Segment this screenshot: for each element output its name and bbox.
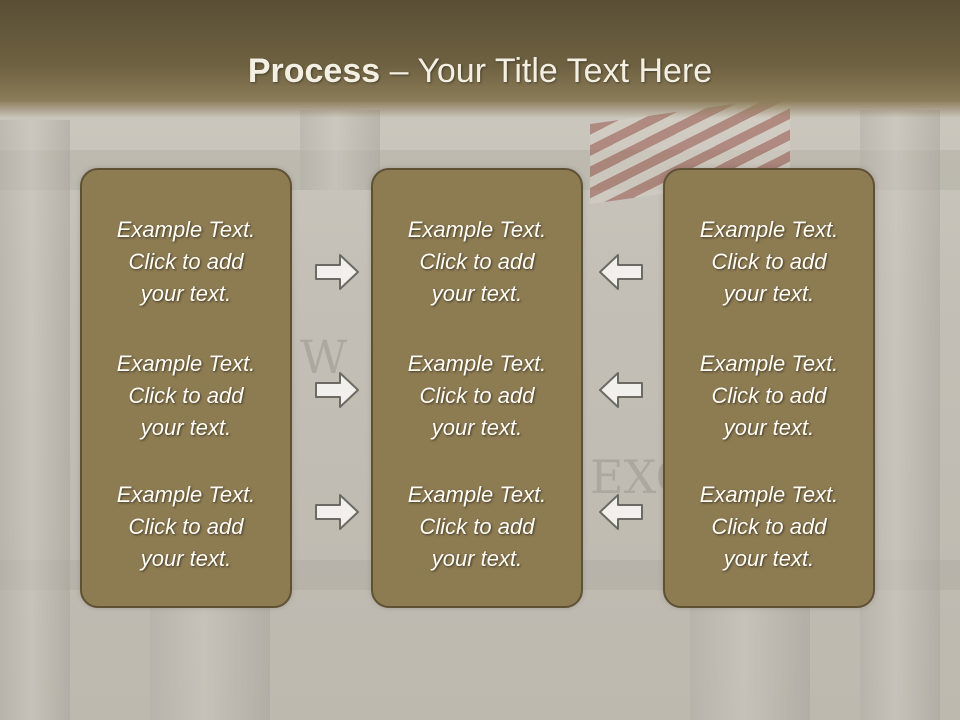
left-text-1[interactable]: Example Text. Click to add your text. xyxy=(116,217,256,306)
title-rest: – Your Title Text Here xyxy=(380,52,713,90)
center-text-1[interactable]: Example Text. Click to add your text. xyxy=(407,217,547,306)
right-text-2[interactable]: Example Text. Click to add your text. xyxy=(699,351,839,440)
left-arrow-icon xyxy=(599,372,643,408)
left-text-2[interactable]: Example Text. Click to add your text. xyxy=(116,351,256,440)
center-text-3[interactable]: Example Text. Click to add your text. xyxy=(407,482,547,571)
right-text-3[interactable]: Example Text. Click to add your text. xyxy=(699,482,839,571)
right-panel[interactable]: Example Text. Click to add your text. Ex… xyxy=(663,168,875,608)
right-text-1[interactable]: Example Text. Click to add your text. xyxy=(699,217,839,306)
right-arrow-icon xyxy=(315,494,359,530)
title-bar xyxy=(0,0,960,118)
left-arrow-icon xyxy=(599,494,643,530)
title-bold: Process xyxy=(247,52,381,90)
right-arrow-icon xyxy=(315,254,359,290)
center-text-2[interactable]: Example Text. Click to add your text. xyxy=(407,351,547,440)
slide-title[interactable]: Process – Your Title Text Here xyxy=(0,52,960,91)
left-arrow-icon xyxy=(599,254,643,290)
right-arrow-icon xyxy=(315,372,359,408)
center-panel[interactable]: Example Text. Click to add your text. Ex… xyxy=(371,168,583,608)
left-panel[interactable]: Example Text. Click to add your text. Ex… xyxy=(80,168,292,608)
left-text-3[interactable]: Example Text. Click to add your text. xyxy=(116,482,256,571)
